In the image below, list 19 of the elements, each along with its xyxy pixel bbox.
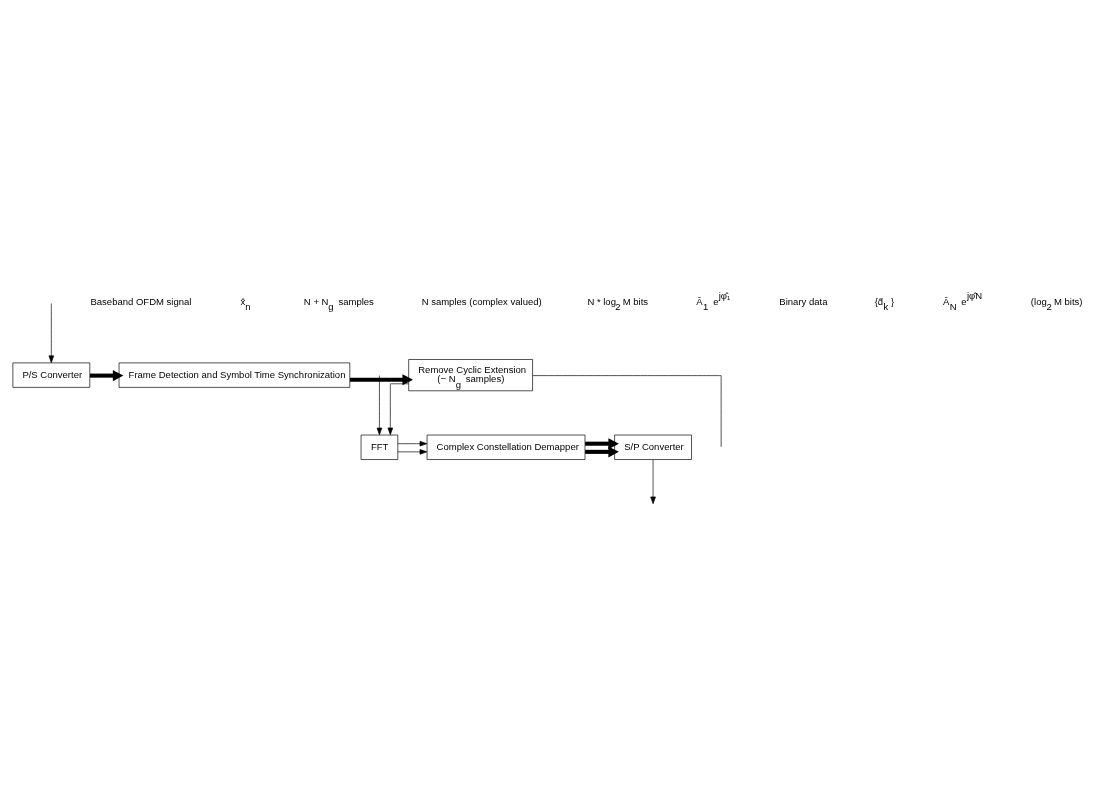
arrow (48, 303, 55, 363)
node-box: P/S Converter (12, 362, 91, 388)
label: N samples (complex valued) (421, 296, 542, 308)
label: Binary data (779, 296, 828, 308)
node-box: Complex Constellation Demapper (426, 434, 586, 460)
arrow (376, 375, 383, 436)
arrow (585, 438, 619, 450)
node-box: FFT (360, 434, 399, 460)
connector (532, 375, 722, 448)
arrow (650, 459, 656, 505)
arrow (387, 383, 409, 436)
label: Baseband OFDM signal (90, 296, 192, 308)
arrow (89, 370, 124, 382)
arrow (585, 446, 619, 458)
arrow (397, 440, 428, 447)
node-box: Frame Detection and Symbol Time Synchronization (118, 362, 351, 388)
node-box: S/P Converter (614, 434, 692, 460)
arrow (397, 449, 428, 455)
arrow (349, 374, 413, 386)
